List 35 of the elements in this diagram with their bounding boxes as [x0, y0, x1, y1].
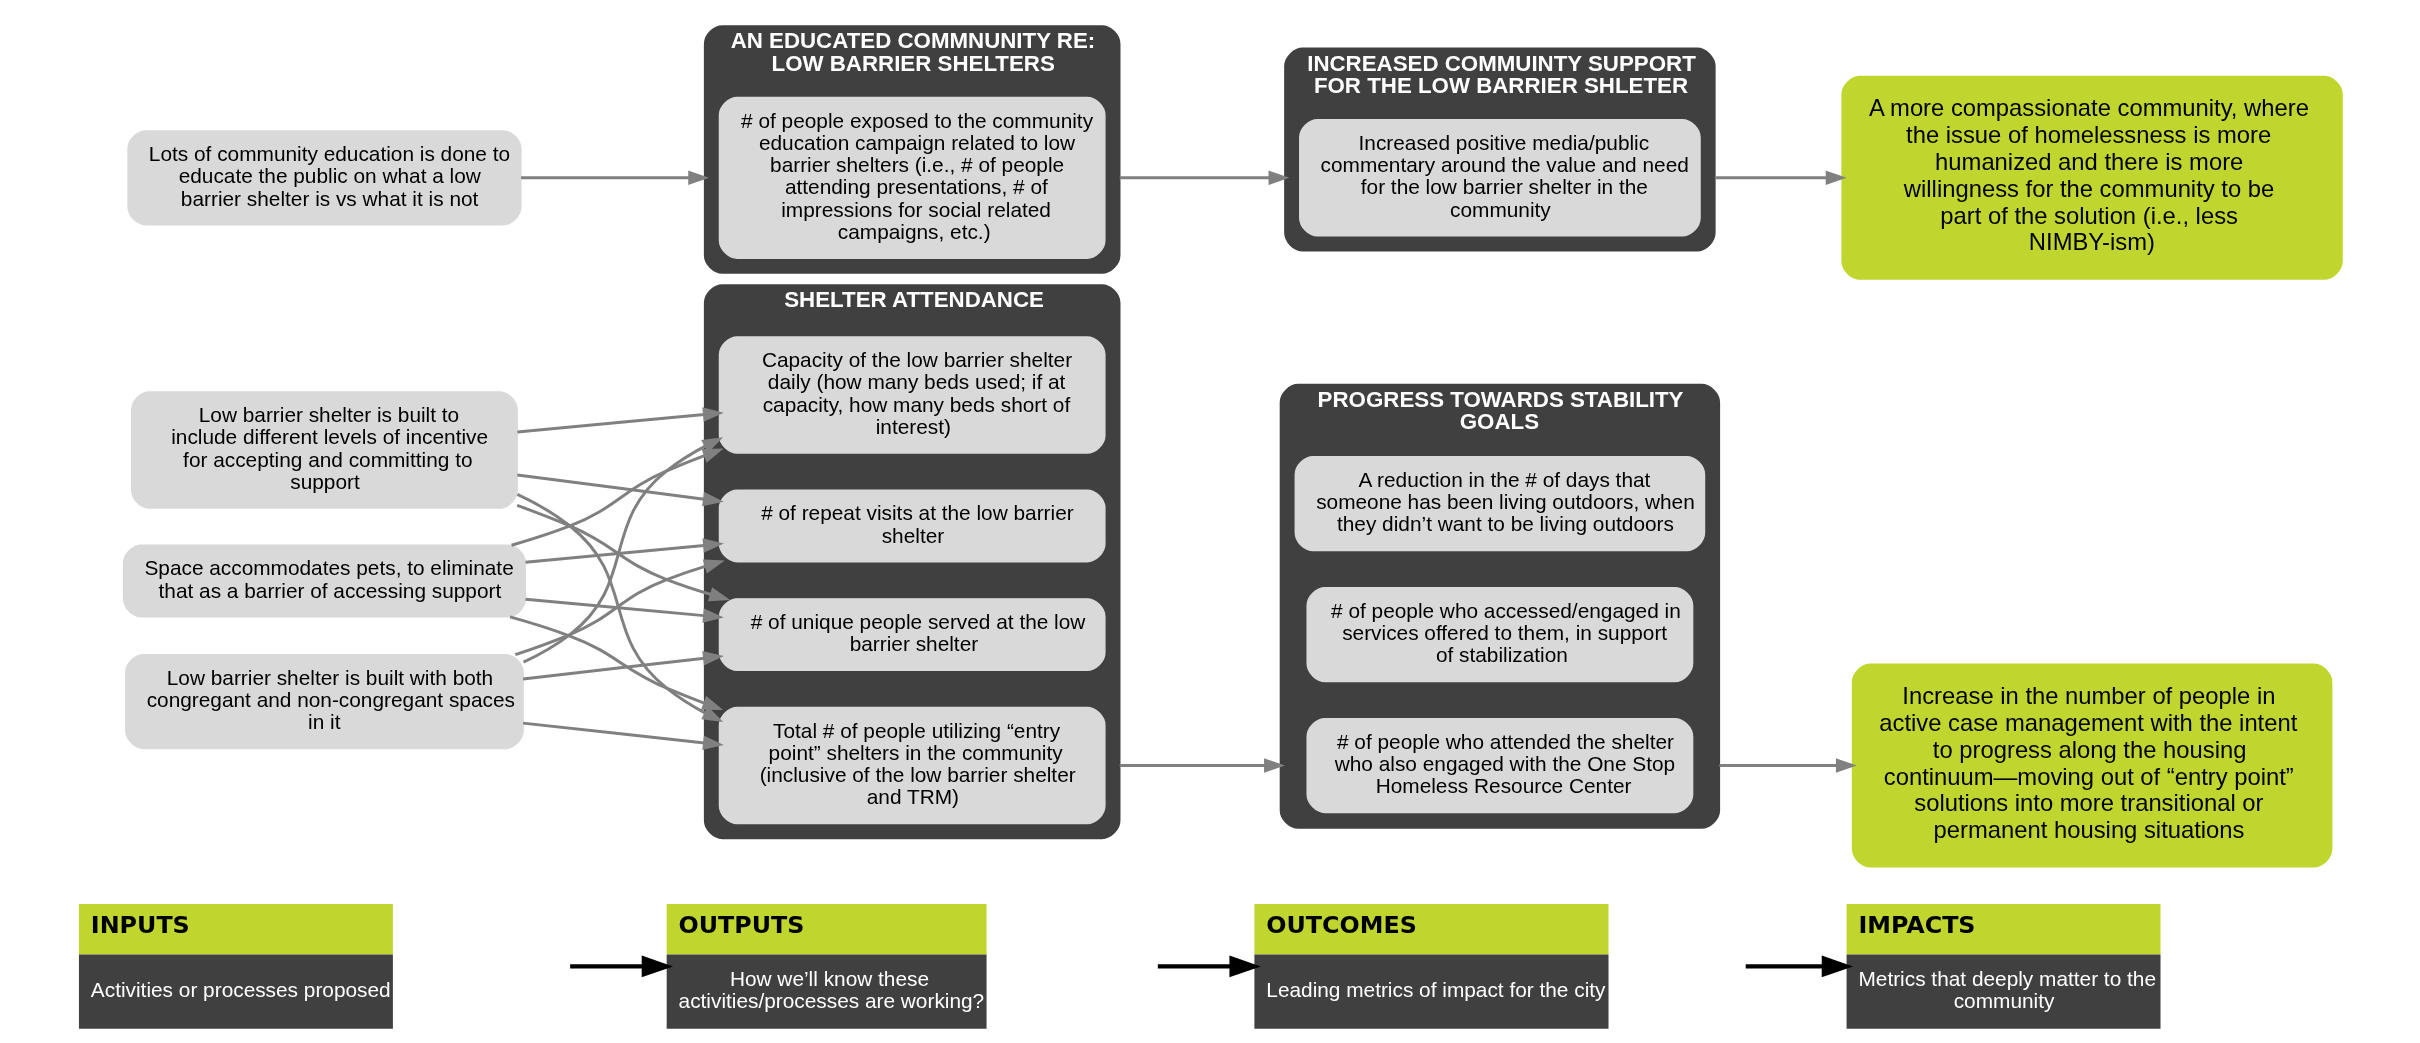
arrow	[516, 504, 730, 602]
node-box: Total # of people utilizing “entry point” shelters in the community (inclusive of the low barrier shelter and TRM)	[718, 706, 1106, 825]
arrow	[1714, 170, 1847, 186]
node-box: A more compassionate community, where the issue of homelessness is more humanized and there is more willingness for the community to be part of the solution (i.e., less NIMBY-ism)	[1840, 75, 2343, 280]
arrow	[514, 559, 725, 657]
node-box: Increased positive media/public commentary around the value and need for the low barrier shelter in the community	[1298, 119, 1701, 237]
arrow	[516, 473, 724, 507]
node-box: # of people exposed to the community education campaign related to low barrier shelters (i.e., # of people attending presentations, # of impressions for social related campaigns, etc.)	[718, 96, 1106, 259]
node-box: # of people who attended the shelter who also engaged with the One Stop Homeless Resource Center	[1305, 717, 1693, 814]
node-box: A reduction in the # of days that someone has been living outdoors, when they didn’t want to be living outdoors	[1294, 456, 1705, 552]
arrow	[522, 721, 724, 751]
node-box: Low barrier shelter is built to include different levels of incentive for accepting and committing to support	[130, 391, 518, 509]
arrow	[509, 615, 723, 711]
arrow	[516, 407, 724, 434]
arrow	[516, 492, 723, 723]
arrow	[1718, 758, 1857, 773]
arrow	[1119, 758, 1285, 773]
arrow	[524, 597, 724, 623]
node-box: # of people who accessed/engaged in services offered to them, in support of stabilization	[1305, 586, 1693, 683]
arrow	[1119, 170, 1289, 186]
arrow	[1157, 955, 1261, 978]
arrow	[1745, 955, 1853, 978]
node-box: Lots of community education is done to educate the public on what a low barrier shelter is vs what it is not	[126, 130, 522, 226]
arrow	[524, 538, 724, 564]
node-box: Increase in the number of people in active case management with the intent to progress along the housing continuum—moving out of “entry point” solutions into more transitional or permanent housing situations	[1851, 663, 2332, 868]
arrow	[522, 651, 724, 681]
node-box: Capacity of the low barrier shelter daily (how many beds used; if at capacity, how many beds short of interest)	[718, 336, 1106, 454]
node-box: Space accommodates pets, to eliminate that as a barrier of accessing support	[122, 544, 526, 618]
arrow	[569, 955, 673, 978]
node-box: Low barrier shelter is built with both congregant and non-congregant spaces in it	[124, 653, 524, 750]
node-box: # of unique people served at the low barrier shelter	[718, 598, 1106, 672]
arrow	[522, 437, 723, 664]
arrow	[510, 448, 724, 547]
node-box: # of repeat visits at the low barrier shelter	[718, 489, 1106, 563]
arrow	[520, 170, 709, 186]
